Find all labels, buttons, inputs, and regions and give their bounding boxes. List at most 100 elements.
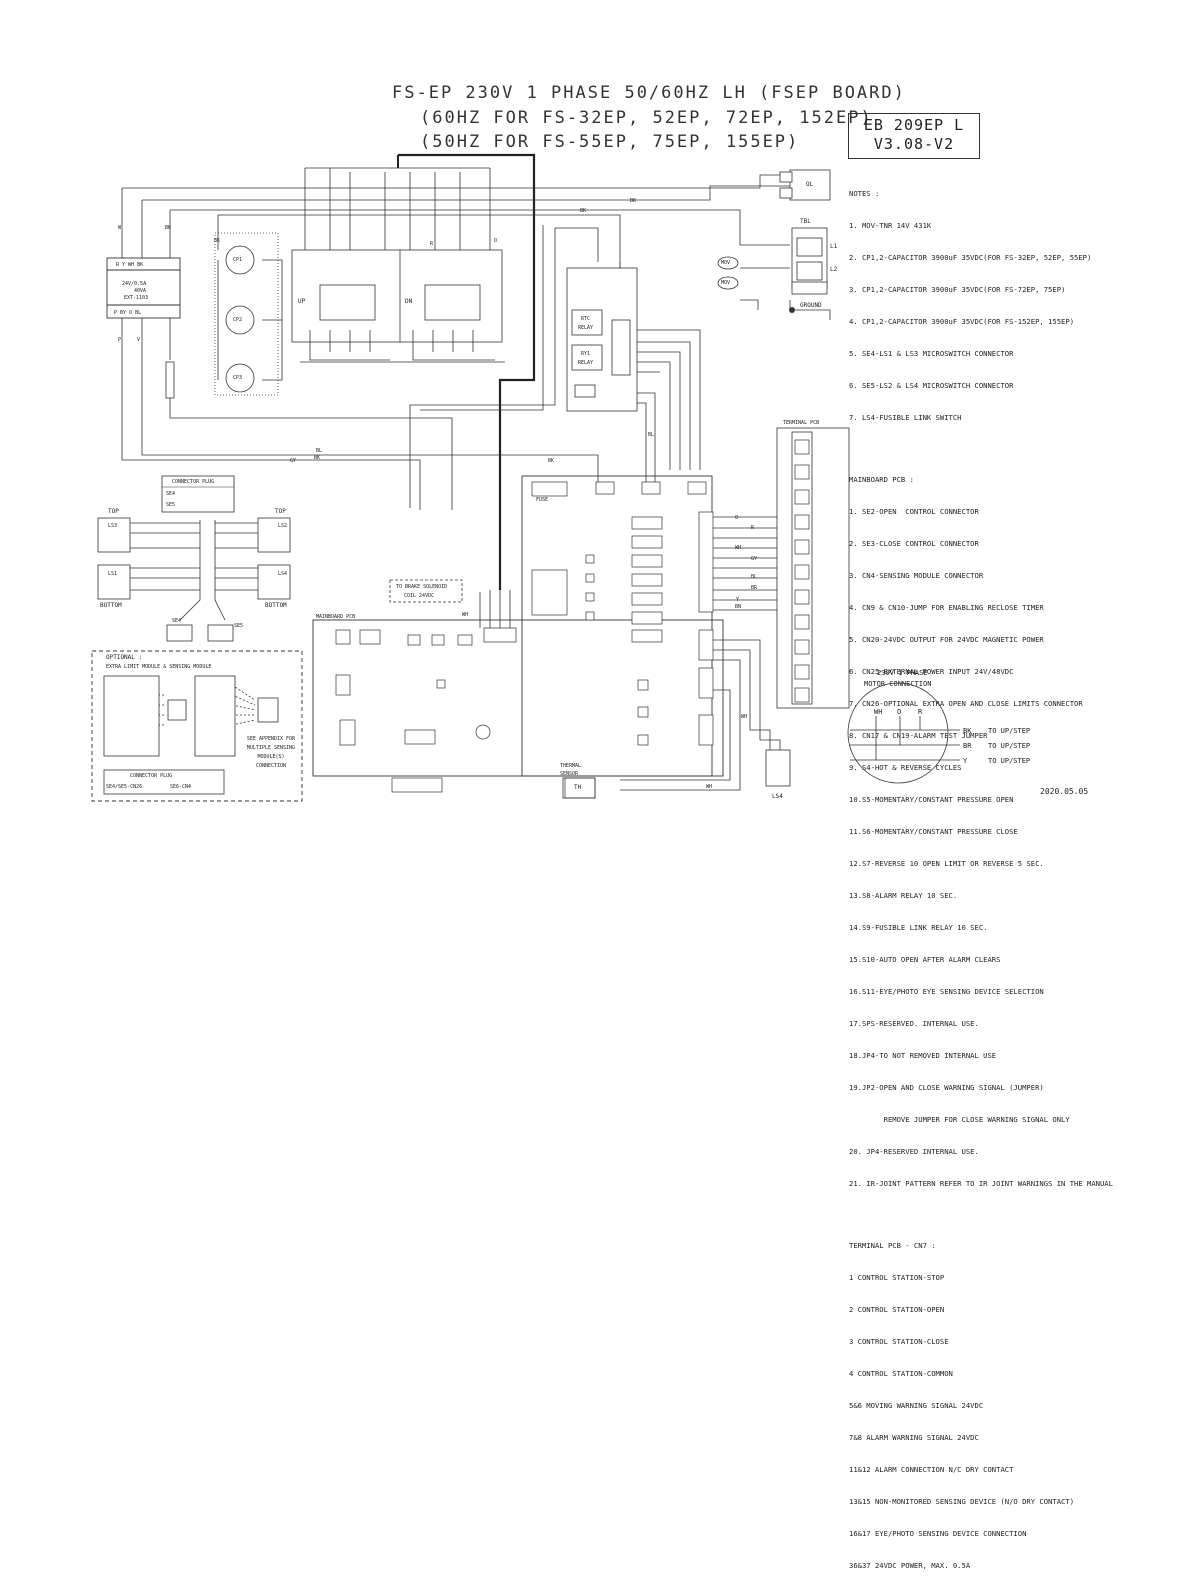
mainboard-item: 6. CN25-EXTERNAL POWER INPUT 24V/48VDC [849,667,1014,677]
terminal-item: 13&15 NON-MONITORED SENSING DEVICE (N/O … [849,1496,1075,1506]
wire-label: BL [316,448,323,454]
terminal-item: 2 CONTROL STATION-OPEN [849,1304,945,1314]
mainboard-item: 10.S5-MOMENTARY/CONSTANT PRESSURE OPEN [849,795,1014,805]
wire-label: GY [751,556,758,562]
label-up: UP [298,298,306,305]
terminal-heading: TERMINAL PCB - CN7 : [849,1240,936,1250]
ls4-switch [765,749,791,787]
ground-label: GROUND [800,302,822,309]
terminal-item: 3 CONTROL STATION-CLOSE [849,1336,949,1346]
terminal-screws [794,439,810,703]
motor-conn-wire: BR [963,742,972,750]
brake-solenoid [389,579,463,603]
mainboard-item: 7. CN26-OPTIONAL EXTRA OPEN AND CLOSE LI… [849,699,1083,709]
label-dn: DN [405,298,413,305]
wire-label: WH [706,784,713,790]
top-label-right: TOP [275,508,286,515]
motor-conn-wire: BK [963,727,972,735]
mainboard-item: 19.JP2-OPEN AND CLOSE WARNING SIGNAL (JU… [849,1082,1044,1092]
note-item: 5. SE4-LS1 & LS3 MICROSWITCH CONNECTOR [849,349,1014,359]
terminal-item: 11&12 ALARM CONNECTION N/C DRY CONTACT [849,1464,1014,1474]
terminal-pcb [776,427,850,709]
rtc-relay-label: RTC [581,316,591,322]
ls4-label: LS4 [278,571,288,577]
wiring-diagram: R Y WH BK P BY O BL [91,153,960,802]
wire-label: BL [648,432,655,438]
relay-board [566,267,638,412]
wire-label: O [735,515,739,521]
tbl-label: TBL [800,218,811,225]
mainboard-pcb-label: MAINBOARD PCB [316,614,356,620]
connector-plug2-title: CONNECTOR PLUG [130,773,173,779]
wire-label: O [494,238,498,244]
wire-label: R [430,241,434,247]
motor-lead-r: R [918,708,923,716]
l2-label: L2 [830,266,838,273]
wire-label: WH [735,545,742,551]
mainboard-item: 17.SPS-RESERVED. INTERNAL USE. [849,1018,979,1028]
se5-box-label: SE5 [234,623,244,629]
wire-label: BN [735,604,742,610]
se4-plug-label: SE4 [166,491,176,497]
se4-box-label: SE4 [172,618,182,624]
thermal-sensor-label: THERMAL SENSOR [560,763,582,777]
transformer-label: 24V/0.5A [122,281,147,287]
note-item: 4. CP1,2-CAPACITOR 3900uF 35VDC(FOR FS-1… [849,317,1075,327]
terminal-block-tbl [791,227,828,295]
ls4-device-label: LS4 [772,793,783,800]
bottom-label-left: BOTTOM [100,602,122,609]
svg-text:P BY O BL: P BY O BL [114,310,141,316]
contactor-box [291,249,505,363]
motor-conn-wire: Y [963,757,968,765]
cp3-label: CP3 [233,375,243,381]
ext-limit-label: SE4/SE5-CN26 [106,784,143,790]
model-number: EB 209EP L [863,116,965,134]
ry1-relay-sub: RELAY [578,360,594,366]
capacitor-icon [214,232,279,396]
overload-device [779,169,831,201]
fuse-icon [165,361,175,399]
mainboard-item: 13.S8-ALARM RELAY 10 SEC. [849,890,958,900]
mainboard-item: 1. SE2-OPEN CONTROL CONNECTOR [849,507,979,517]
rtc-relay-sub: RELAY [578,325,594,331]
terminal-item: 36&37 24VDC POWER, MAX. 0.5A [849,1560,971,1570]
terminal-item: 7&8 ALARM WARNING SIGNAL 24VDC [849,1432,979,1442]
motor-conn-to: TO UP/STEP [988,727,1031,735]
connector-plug-title: CONNECTOR PLUG [172,479,215,485]
wire-label: BK [580,208,587,214]
terminal-item: 1 CONTROL STATION-STOP [849,1272,945,1282]
fuse-label: FUSE [536,497,549,503]
mainboard-item: 8. CN17 & CN19-ALARM TEST JUMPER [849,731,988,741]
wire-label: V [137,337,141,343]
optional-module-box [91,650,303,802]
limit-switches [97,517,291,600]
terminal-item: 4 CONTROL STATION-COMMON [849,1368,953,1378]
top-label-left: TOP [108,508,119,515]
motor-label-line2: MOTOR CONNECTION [864,680,932,688]
wire-label: P [118,337,122,343]
mainboard-item: 12.S7-REVERSE 10 OPEN LIMIT OR REVERSE 5… [849,859,1044,868]
sense-label: SE6-CN4 [170,784,192,790]
transformer-part: EXT-1103 [124,295,149,301]
diagram-title-line1: FS-EP 230V 1 PHASE 50/60HZ LH (FSEP BOAR… [392,83,906,103]
mainboard-item: 3. CN4-SENSING MODULE CONNECTOR [849,571,984,581]
main-power-wire [398,153,536,590]
se-connectors [166,624,234,642]
motor-lead-wh: WH [874,708,883,716]
note-item: 7. LS4-FUSIBLE LINK SWITCH [849,413,962,423]
mainboard-item: 20. JP4-RESERVED INTERNAL USE. [849,1146,979,1156]
terminal-pcb-label: TERMINAL PCB [783,420,820,426]
svg-text:R Y WH BK: R Y WH BK [116,262,143,268]
wire-label: W [118,225,122,231]
mov-label-1: MOV [721,260,731,266]
wire-label: BK [214,238,221,244]
optional-heading: OPTIONAL : [106,654,143,661]
l1-label: L1 [830,243,838,250]
ls1-label: LS1 [108,571,118,577]
mainboard-item: 4. CN9 & CN10-JUMP FOR ENABLING RECLOSE … [849,603,1044,613]
mainboard-item: REMOVE JUMPER FOR CLOSE WARNING SIGNAL O… [849,1114,1070,1124]
ls2-label: LS2 [278,523,288,529]
wire-label: R [751,525,755,531]
transformer [106,257,181,319]
ls3-label: LS3 [108,523,118,529]
